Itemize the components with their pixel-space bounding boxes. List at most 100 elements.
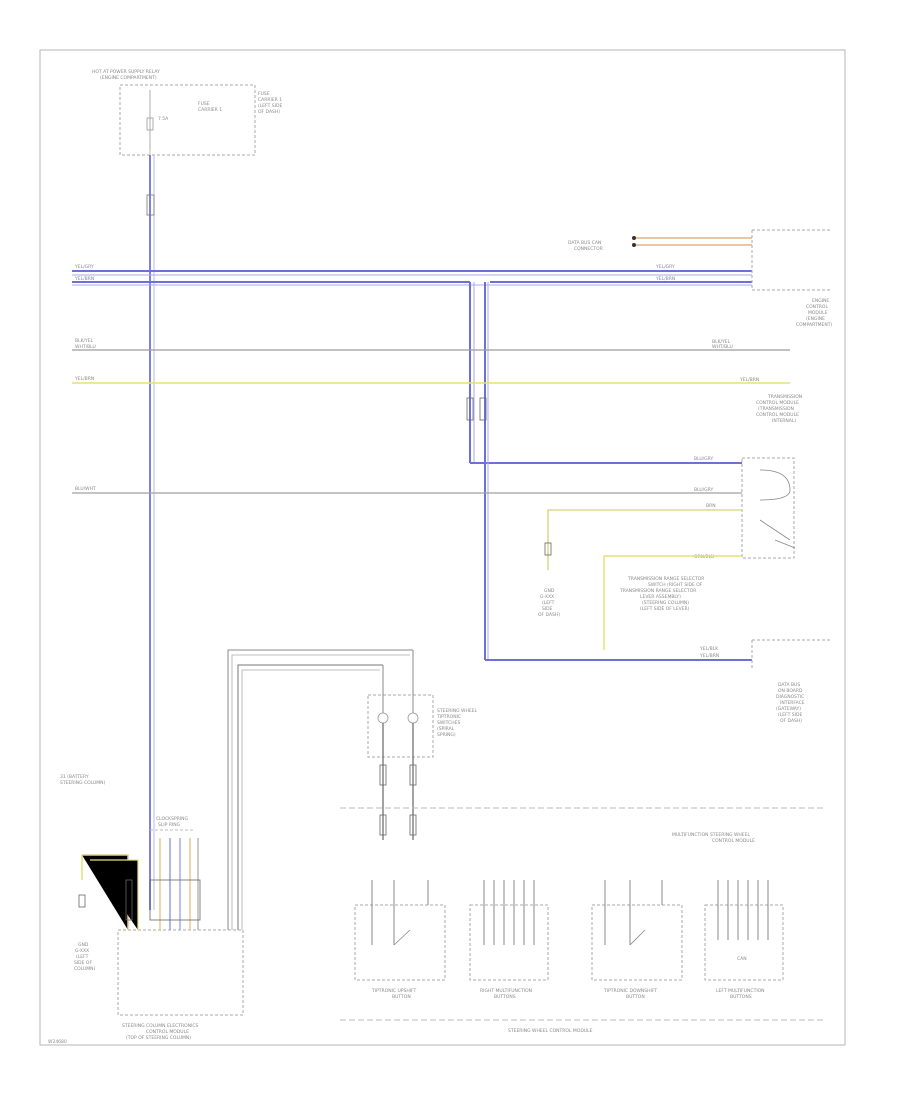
right-mf-label-1: RIGHT MULTIFUNCTION [480,988,532,994]
gateway-label-7: OF DASH) [780,718,802,724]
fuse-icon [146,117,154,131]
upshift-label-2: BUTTON [392,994,411,1000]
trans-label-5: INTERNAL) [772,418,796,424]
left-ground-label-5: COLUMN) [74,966,96,972]
left-ground-label-4: SIDE OF [74,960,92,966]
fuse-inner-label-2: CARRIER 1 [198,107,222,113]
right-label-10: YEL/BRN [699,653,719,659]
selector-label-1: TRANSMISSION RANGE SELECTOR [627,576,704,582]
gateway-label-4: INTERFACE [780,700,805,706]
ground-label-2: G-XXX [540,594,554,600]
bottom-caption: STEERING WHEEL CONTROL MODULE [508,1028,593,1034]
paddle-label-5: SPRING) [437,732,456,738]
steering-label-2: CONTROL MODULE [146,1029,189,1035]
tiptronic-paddle-module: STEERING WHEEL TIPTRONIC SWITCHES (SPIRA… [367,650,478,840]
ground-label-1: GND [544,588,555,594]
clockspring-label-1: CLOCKSPRING [156,816,189,822]
engine-label-3: MODULE [808,310,828,316]
right-mf-label-2: BUTTONS [494,994,516,1000]
right-label-5: BLU/GRY [694,456,714,462]
data-bus-label-2: CONNECTOR [574,246,603,252]
engine-control-module: ENGINE CONTROL MODULE (ENGINE COMPARTMEN… [751,229,832,328]
left-label-5: BLU/WHT [75,486,96,492]
trans-label-3: (TRANSMISSION [758,406,794,412]
connector-pins-top [146,194,155,216]
fuse-side-4: OF DASH) [258,109,280,115]
right-label-8: GRN/BLU [694,554,714,560]
left-mf-label-1: LEFT MULTIFUNCTION [716,988,765,994]
gateway-label-2: ON BOARD [778,688,803,694]
corner-code: W24680 [48,1039,67,1045]
fuse-side-1: FUSE [258,91,270,97]
selector-label-4: LEVER ASSEMBLY) [640,594,681,600]
gateway-label-6: (LEFT SIDE [778,712,802,718]
right-label-2: YEL/BRN [655,276,675,282]
downshift-label-2: BUTTON [626,994,645,1000]
right-label-6: BLU/GRY [694,487,714,493]
trans-label-2: CONTROL MODULE [756,400,799,406]
ground-label-4: SIDE [542,606,553,612]
ground-circuit: GND G-XXX (LEFT SIDE OF DASH) [538,509,742,650]
transmission-control-module: TRANSMISSION CONTROL MODULE (TRANSMISSIO… [756,394,802,424]
fuse-module-title-2: (ENGINE COMPARTMENT) [100,75,157,81]
data-bus-label-1: DATA BUS CAN [568,240,601,246]
paddle-label-3: SWITCHES [437,720,460,726]
left-label-3: BLK/YEL [75,338,94,344]
fuse-value: 7.5A [158,116,169,122]
fuse-side-2: CARRIER 1 [258,97,282,103]
diagram-frame [39,49,846,1046]
right-mf-buttons-block: RIGHT MULTIFUNCTION BUTTONS [469,880,549,1000]
range-selector-switch: TRANSMISSION RANGE SELECTOR SWITCH (RIGH… [619,457,796,612]
steering-to-paddle-wires [227,649,413,930]
ground-label-5: OF DASH) [538,612,560,618]
left-label-3b: WHT/BLU [75,344,96,350]
engine-label-4: (ENGINE [806,316,825,322]
trans-label-4: CONTROL MODULE [756,412,799,418]
left-conn-label-2: STEERING COLUMN) [60,780,106,786]
mfsw-header-1: MULTIFUNCTION STEERING WHEEL [672,832,750,838]
left-ground-label-2: G-XXX [75,948,89,954]
upshift-button-block: TIPTRONIC UPSHIFT BUTTON [354,880,446,1000]
gateway-label-3: DIAGNOSTIC [776,694,804,700]
left-conn-label-1: 31 (BATTERY [60,774,89,780]
left-label-2: YEL/BRN [74,276,94,282]
clockspring-label-2: SLIP RING [158,822,181,828]
fuse-module: HOT AT POWER SUPPLY RELAY (ENGINE COMPAR… [92,69,282,200]
can-bus-wires [72,270,752,661]
paddle-label-4: (SPIRAL [437,726,455,732]
steering-label-1: STEERING COLUMN ELECTRONICS [122,1023,199,1029]
left-mf-label-2: BUTTONS [730,994,752,1000]
right-label-3b: WHT/BLU [712,344,733,350]
left-label-1: YEL/GRY [74,264,94,270]
selector-label-6: (LEFT SIDE OF LEVER) [640,606,690,612]
upshift-label-1: TIPTRONIC UPSHIFT [371,988,417,994]
paddle-label-1: STEERING WHEEL [437,708,478,714]
steering-column-module: 31 (BATTERY STEERING COLUMN) CLOCKSPRING… [60,774,244,1041]
steering-label-3: (TOP OF STEERING COLUMN) [126,1035,191,1041]
left-ground-label-3: (LEFT [76,954,89,960]
fuse-inner-label: FUSE [198,101,210,107]
mfsw-header-2: CONTROL MODULE [712,838,755,844]
downshift-button-block: TIPTRONIC DOWNSHIFT BUTTON [591,880,683,1000]
ground-label-3: (LEFT [542,600,555,606]
left-label-4: YEL/BRN [74,376,94,382]
selector-label-5: (STEERING COLUMN) [642,600,689,606]
engine-label-5: COMPARTMENT) [796,322,832,328]
engine-label-2: CONTROL [806,304,828,310]
right-label-7: BRN [706,503,716,509]
trans-label-1: TRANSMISSION [767,394,802,400]
fuse-module-title-1: HOT AT POWER SUPPLY RELAY [92,69,160,75]
selector-label-3: TRANSMISSION RANGE SELECTOR [619,588,696,594]
gateway-label-5: (GATEWAY) [776,706,801,712]
right-label-1: YEL/GRY [655,264,675,270]
data-bus-connector: DATA BUS CAN CONNECTOR [568,236,752,252]
right-label-9: YEL/BLK [699,646,719,652]
gateway-label-1: DATA BUS [778,682,800,688]
downshift-label-1: TIPTRONIC DOWNSHIFT [603,988,657,994]
left-ground-label-1: GND [78,942,89,948]
selector-label-2: SWITCH (RIGHT SIDE OF [648,582,703,588]
fuse-side-3: (LEFT SIDE [258,103,282,109]
paddle-label-2: TIPTRONIC [436,714,461,720]
